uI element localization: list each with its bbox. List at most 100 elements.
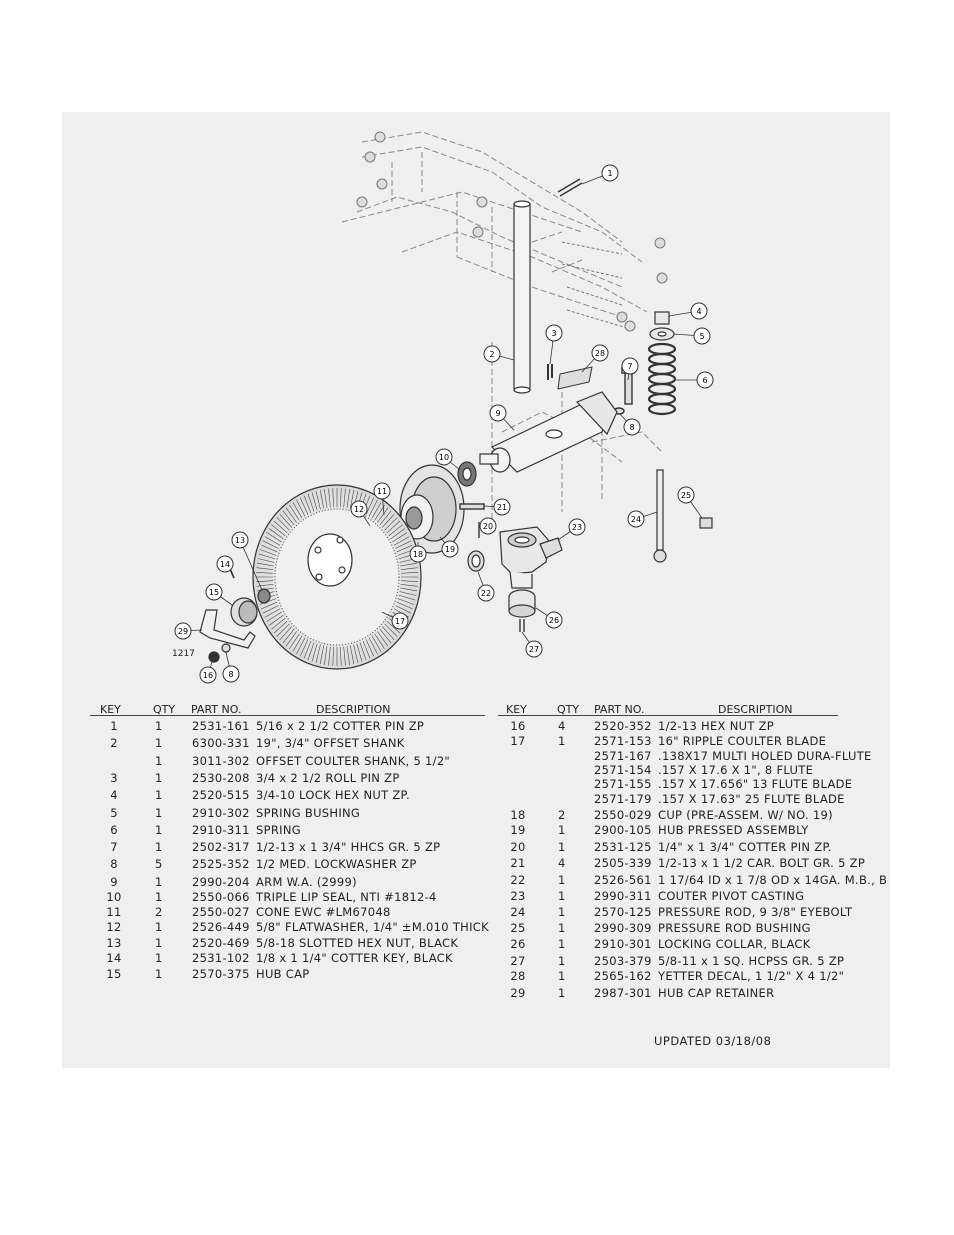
callout-bubble (205, 583, 223, 601)
callout-bubble (409, 545, 427, 563)
cell-desc: PRESSURE ROD BUSHING (658, 921, 811, 935)
cell-part: 2571-167 (594, 749, 652, 763)
col-key: KEY (100, 703, 121, 716)
callout-4: 4 (668, 302, 708, 320)
callout-27: 27 (521, 631, 543, 658)
callout-bubble (222, 665, 240, 683)
cell-key: 25 (510, 921, 526, 935)
cell-key: 14 (106, 951, 122, 965)
callout-17: 17 (381, 611, 409, 630)
cell-key: 29 (510, 986, 526, 1000)
callout-bubble (696, 371, 714, 389)
cell-qty: 1 (155, 875, 163, 889)
cell-desc: .157 X 17.656" 13 FLUTE BLADE (658, 777, 853, 791)
roll-pin-part (547, 364, 553, 380)
cell-part: 6300-331 (192, 736, 250, 750)
cell-desc: .138X17 MULTI HOLED DURA-FLUTE (658, 749, 872, 763)
callout-bubble (477, 584, 495, 602)
spring-stack (649, 311, 675, 341)
callout-3: 3 (545, 324, 563, 365)
right-header-rule (498, 715, 838, 716)
callout-28: 28 (581, 344, 609, 373)
callout-label: 16 (203, 671, 213, 680)
callout-29: 29 (174, 622, 203, 640)
hub-cap-retainer-part (199, 609, 256, 649)
cell-part: 2520-515 (192, 788, 250, 802)
cell-desc: COUTER PIVOT CASTING (658, 889, 805, 903)
callout-bubble (591, 344, 609, 362)
spring-part (647, 342, 677, 416)
cell-qty: 1 (558, 840, 566, 854)
col-qty: QTY (557, 703, 580, 716)
col-part: PART NO. (594, 703, 645, 716)
callout-label: 29 (178, 627, 188, 636)
callout-13: 13 (231, 531, 263, 591)
callout-label: 28 (595, 349, 605, 358)
callout-bubble (545, 611, 563, 629)
callout-24: 24 (627, 510, 658, 528)
hub-cap-parts (226, 561, 271, 627)
cell-part: 2570-375 (192, 967, 250, 981)
cell-desc: 16" RIPPLE COULTER BLADE (658, 734, 827, 748)
cell-desc: OFFSET COULTER SHANK, 5 1/2" (256, 754, 451, 768)
callout-label: 8 (629, 423, 634, 432)
cell-desc: 1/2 MED. LOCKWASHER ZP (256, 857, 417, 871)
cell-key: 4 (110, 788, 118, 802)
cell-part: 2910-301 (594, 937, 652, 951)
updated-date: UPDATED 03/18/08 (654, 1034, 772, 1048)
callout-10: 10 (435, 448, 461, 471)
callout-bubble (525, 640, 543, 658)
cell-part: 2525-352 (192, 857, 250, 871)
cell-key: 18 (510, 808, 526, 822)
cell-desc: 1 17/64 ID x 1 7/8 OD x 14GA. M.B., B (658, 873, 888, 887)
callout-5: 5 (673, 327, 711, 345)
callout-bubble (483, 345, 501, 363)
cell-qty: 5 (155, 857, 163, 871)
hub-assembly-part (399, 464, 465, 554)
cell-desc: 19", 3/4" OFFSET SHANK (256, 736, 405, 750)
callout-label: 13 (235, 536, 245, 545)
cell-qty: 1 (155, 967, 163, 981)
cell-desc: 5/8-11 x 1 SQ. HCPSS GR. 5 ZP (658, 954, 845, 968)
callout-14: 14 (216, 555, 234, 573)
col-desc: DESCRIPTION (316, 703, 391, 716)
callout-label: 11 (377, 487, 387, 496)
callout-bubble (174, 622, 192, 640)
cell-key: 9 (110, 875, 118, 889)
cell-part: 2520-352 (594, 719, 652, 733)
col-desc: DESCRIPTION (718, 703, 793, 716)
callout-label: 19 (445, 545, 455, 554)
cell-part: 3011-302 (192, 754, 250, 768)
exploded-assembly-diagram: 1234567891011121314151617181920212223242… (174, 131, 714, 684)
callout-label: 12 (354, 505, 364, 514)
callout-label: 24 (631, 515, 641, 524)
cell-key: 15 (106, 967, 122, 981)
callout-bubble (216, 555, 234, 573)
cell-qty: 4 (558, 856, 566, 870)
cell-key: 21 (510, 856, 526, 870)
col-part: PART NO. (191, 703, 242, 716)
cell-desc: 1/2-13 x 1 3/4" HHCS GR. 5 ZP (256, 840, 441, 854)
cell-key: 1 (110, 719, 118, 733)
cell-desc: 5/8" FLATWASHER, 1/4" ±M.010 THICK (256, 920, 489, 934)
cell-qty: 4 (558, 719, 566, 733)
col-qty: QTY (153, 703, 176, 716)
callout-label: 6 (702, 376, 707, 385)
callout-bubble (623, 418, 641, 436)
cell-desc: HUB CAP RETAINER (658, 986, 775, 1000)
cell-desc: 1/4" x 1 3/4" COTTER PIN ZP. (658, 840, 832, 854)
callout-label: 7 (627, 362, 632, 371)
cell-qty: 1 (558, 969, 566, 983)
cell-qty: 1 (155, 951, 163, 965)
callout-bubble (479, 517, 497, 535)
cell-desc: YETTER DECAL, 1 1/2" X 4 1/2" (658, 969, 845, 983)
callout-label: 14 (220, 560, 230, 569)
callout-label: 21 (497, 503, 507, 512)
cell-part: 2571-155 (594, 777, 652, 791)
cell-key: 17 (510, 734, 526, 748)
cell-desc: TRIPLE LIP SEAL, NTI #1812-4 (256, 890, 437, 904)
cell-qty: 1 (155, 771, 163, 785)
callout-bubble (489, 404, 507, 422)
cell-desc: ARM W.A. (2999) (256, 875, 357, 889)
cell-part: 2571-154 (594, 763, 652, 777)
